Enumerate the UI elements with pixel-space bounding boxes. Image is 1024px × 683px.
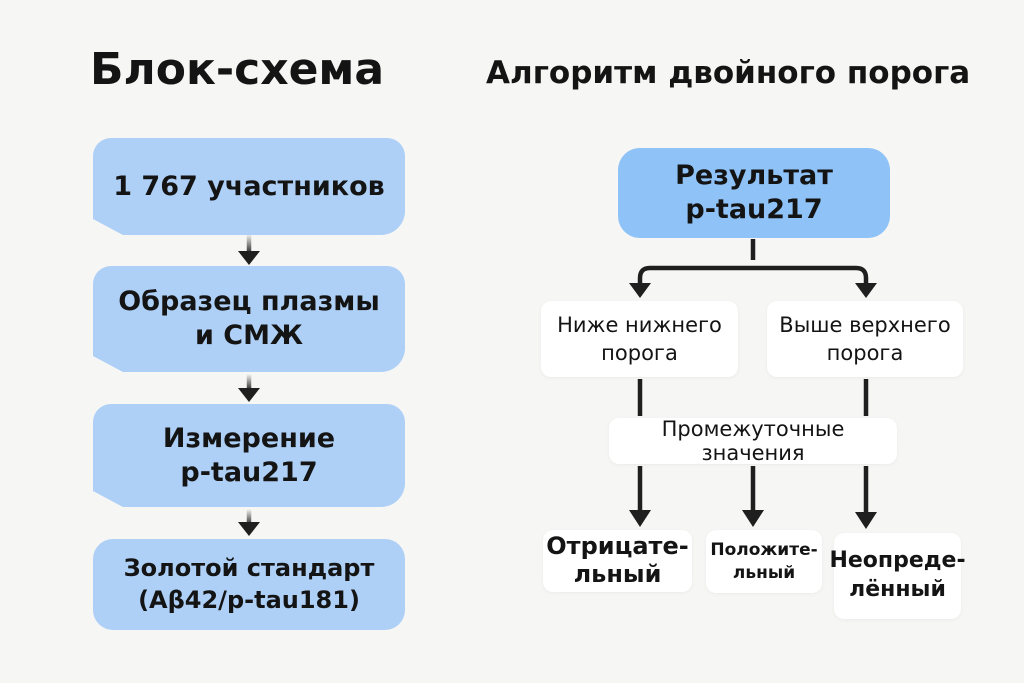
box-text-line: Положите- xyxy=(710,539,818,560)
arrow-head-icon xyxy=(855,512,877,529)
left-panel-title: Блок-схема xyxy=(90,44,385,95)
flow-box-above-upper-threshold: Выше верхнего порога xyxy=(767,301,963,377)
box-text-line: Ниже нижнего xyxy=(557,312,722,337)
box-text-line: (Aβ42/p-tau181) xyxy=(138,585,360,614)
arrow-head-icon xyxy=(238,522,260,536)
flow-box-intermediate-values: Промежуточные значения xyxy=(609,417,897,465)
box-text-line: и СМЖ xyxy=(194,320,304,351)
box-text-line: Измерение xyxy=(162,422,336,454)
flow-box-plasma-csf-sample: Образец плазмы и СМЖ xyxy=(93,266,405,372)
flow-box-outcome-positive: Положите- льный xyxy=(706,530,822,593)
box-text-line: p-tau217 xyxy=(180,456,318,488)
arrow-head-icon xyxy=(238,251,260,265)
arrow-head-icon xyxy=(629,510,651,527)
flow-box-participants: 1 767 участников xyxy=(93,138,405,235)
box-text-line: льный xyxy=(573,560,662,588)
box-text-line: 1 767 участников xyxy=(113,171,385,202)
arrow-head-icon xyxy=(629,283,651,298)
box-text-line: Образец плазмы xyxy=(118,286,380,318)
box-text-line: Отрицате- xyxy=(546,532,689,561)
box-text-line: льный xyxy=(732,562,796,583)
box-text-line: p-tau217 xyxy=(685,194,823,225)
box-text-line: Результат xyxy=(675,160,833,192)
arrow-head-icon xyxy=(238,388,260,402)
arrow-head-icon xyxy=(855,283,877,298)
box-text-line: Выше верхнего xyxy=(779,312,951,337)
box-text-line: лённый xyxy=(849,577,946,602)
box-text-line: порога xyxy=(826,341,904,365)
box-text-line: Золотой стандарт xyxy=(123,554,375,583)
box-text-line: Неопреде- xyxy=(829,548,966,574)
arrow-head-icon xyxy=(742,510,764,527)
right-panel-title: Алгоритм двойного порога xyxy=(486,55,971,91)
box-text-line: Промежуточные значения xyxy=(661,417,845,465)
flow-box-ptau217-result: Результат p-tau217 xyxy=(618,148,890,238)
flow-box-outcome-indeterminate: Неопреде- лённый xyxy=(829,533,966,619)
flow-box-gold-standard: Золотой стандарт (Aβ42/p-tau181) xyxy=(93,539,405,630)
flow-box-outcome-negative: Отрицате- льный xyxy=(543,530,692,592)
branch-connector-line xyxy=(637,265,869,284)
flow-box-ptau217-measurement: Измерение p-tau217 xyxy=(93,404,405,507)
box-text-line: порога xyxy=(601,341,678,365)
flow-box-below-lower-threshold: Ниже нижнего порога xyxy=(541,301,738,377)
